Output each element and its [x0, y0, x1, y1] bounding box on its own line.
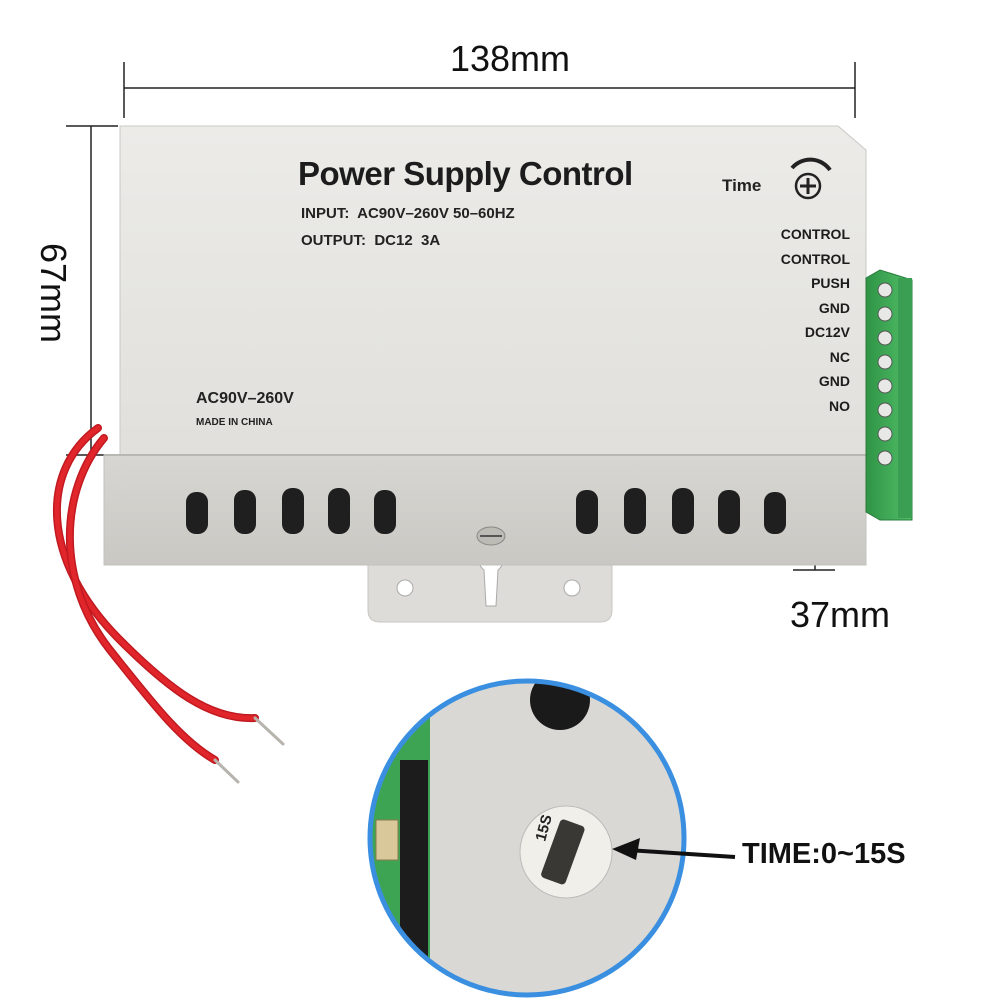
terminal-label: GND — [818, 299, 850, 316]
made-in-label: MADE IN CHINA — [196, 417, 273, 428]
depth-label: 37mm — [789, 594, 891, 635]
width-dimension — [123, 62, 856, 118]
ac-label: AC90V–260V — [196, 390, 294, 407]
output-spec: OUTPUT: DC12 3A — [301, 232, 441, 249]
terminal-label: GND — [818, 373, 850, 389]
terminal-label: DC12V — [804, 324, 850, 340]
terminal-label: NC — [829, 348, 850, 365]
height-label: 67mm — [33, 242, 74, 344]
input-spec: INPUT: AC90V–260V 50–60HZ — [301, 205, 515, 222]
ventilation-slots — [186, 488, 786, 534]
terminal-label: PUSH — [811, 275, 850, 291]
housing-side — [103, 454, 867, 566]
time-callout: TIME:0~15S — [742, 838, 906, 870]
terminal-label: NO — [829, 397, 850, 414]
dial-label: 15S — [532, 813, 555, 843]
terminal-label: CONTROL — [780, 250, 850, 267]
width-label: 138mm — [449, 38, 571, 79]
terminal-labels: CONTROL CONTROL PUSH GND DC12V NC GND NO — [720, 222, 850, 418]
time-adjust-icon — [790, 157, 832, 200]
zoom-inset: 15S — [367, 678, 736, 998]
terminal-block — [865, 269, 913, 521]
terminal-label: CONTROL — [780, 226, 850, 242]
time-label: Time — [722, 176, 762, 195]
red-wires — [52, 424, 285, 784]
device-title: Power Supply Control — [298, 155, 633, 192]
screw — [476, 526, 506, 546]
